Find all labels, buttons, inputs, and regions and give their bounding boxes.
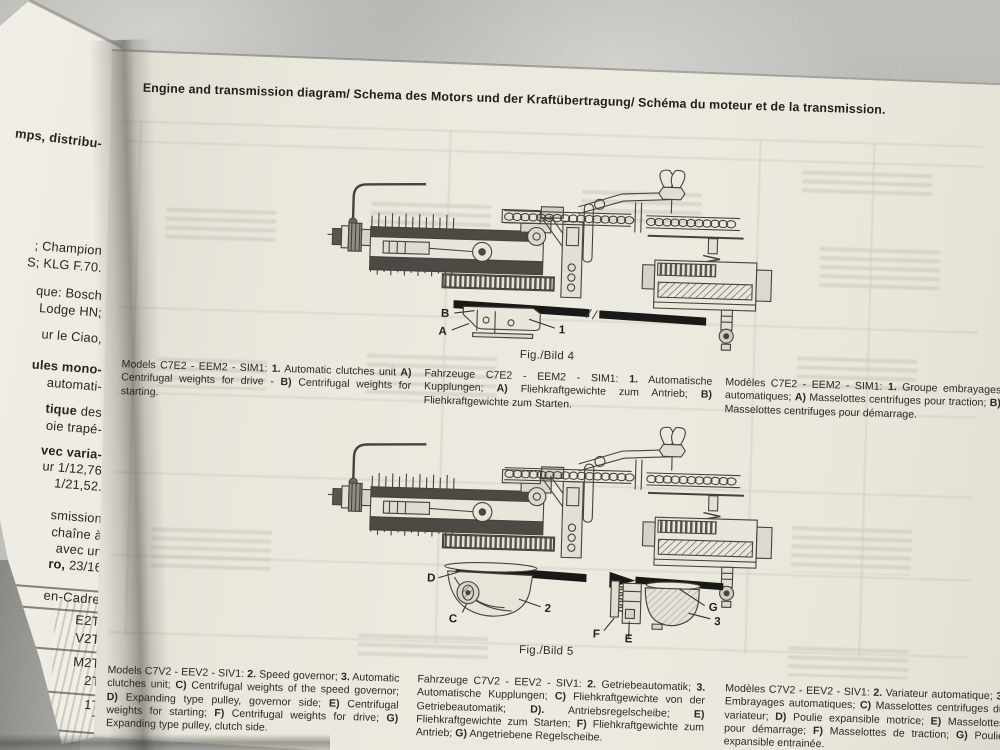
caption-fig4-french: Modèles C7E2 - EEM2 - SIM1: 1. Groupe em… [724, 376, 1000, 421]
caption-fig4-german: Fahrzeuge C7E2 - EEM2 - SIM1: 1. Automat… [423, 367, 713, 411]
left-page-fragment: ur le Ciao, [41, 326, 103, 346]
callout-D: D [427, 572, 436, 584]
callout-2: 2 [544, 603, 551, 615]
figure-5-diagram: D C 2 F E G 3 [324, 421, 776, 646]
page-content: Engine and transmission diagram/ Schema … [95, 50, 1000, 750]
figure-5-callouts: D C 2 F E G 3 [427, 569, 721, 646]
left-page-fragment: mps, distribu- [14, 125, 103, 151]
caption-fig5-german: Fahrzeuge C7V2 - EEV2 - SIV1: 2. Getrieb… [415, 673, 706, 744]
callout-A: A [438, 326, 447, 338]
figure-4-diagram: B A 1 [324, 164, 776, 353]
callout-B: B [441, 308, 450, 320]
callout-E: E [625, 633, 633, 645]
callout-G: G [708, 602, 717, 614]
callout-C: C [449, 613, 458, 625]
engine-assembly [324, 180, 596, 300]
engine-assembly [324, 440, 596, 560]
caption-fig5-french: Modèles C7V2 - EEV2 - SIV1: 2. Variateur… [723, 682, 1000, 750]
callout-3: 3 [714, 616, 721, 628]
figure-4-callouts: B A 1 [438, 308, 566, 338]
callout-F: F [593, 628, 600, 640]
automatic-clutch-unit [462, 305, 541, 339]
callout-1: 1 [559, 324, 566, 336]
book-bottom-shadow [0, 734, 330, 750]
speed-governor-variator [444, 562, 538, 617]
automatic-clutch-unit [609, 580, 701, 630]
